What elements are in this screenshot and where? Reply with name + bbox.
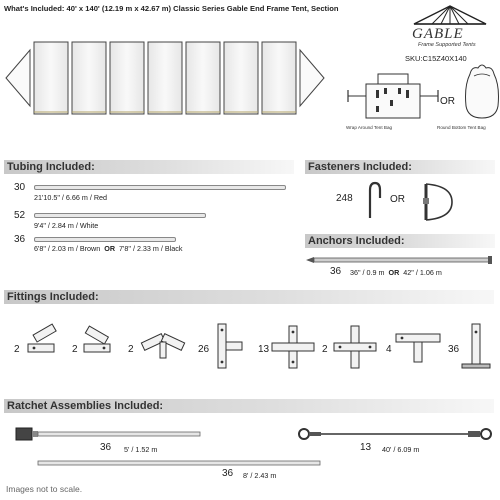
ratchet-qty-3: 36 (222, 468, 234, 479)
fitting-qty-8: 36 (448, 344, 460, 355)
ratchet-strap-short-icon (15, 427, 201, 441)
tent-logo-icon (413, 5, 487, 25)
fitting-qty-1: 2 (14, 344, 20, 355)
fittings-section-title: Fittings Included: (7, 291, 99, 303)
anchors-spec-a: 36" / 0.9 m (350, 268, 385, 277)
tent-section-panel (147, 41, 183, 115)
fitting-qty-7: 4 (386, 344, 392, 355)
tent-section-panel (109, 41, 145, 115)
fitting-roof-right-icon (83, 325, 111, 353)
round-bottom-bag-icon (465, 64, 499, 119)
tubing-section-header: Tubing Included: (4, 160, 294, 174)
tubing-spec-1: 21'10.5" / 6.66 m / Red (34, 193, 108, 202)
anchors-section-header: Anchors Included: (305, 234, 495, 248)
tent-sections-diagram (5, 41, 325, 115)
fitting-ridge-icon (140, 333, 186, 359)
tubing-qty-2: 52 (14, 210, 26, 221)
brand-logo: GABLE Frame Supported Tents (404, 2, 496, 64)
anchor-stake-icon (306, 256, 492, 264)
tent-section-panel (185, 41, 221, 115)
ratchet-spec-2: 40' / 6.09 m (382, 445, 420, 454)
fitting-cross-icon (271, 325, 315, 369)
fitting-base-plate-icon (461, 323, 491, 369)
tube-brown-black (34, 237, 176, 242)
fitting-qty-3: 2 (128, 344, 134, 355)
brand-word: GABLE (412, 26, 464, 42)
tubing-spec-2: 9'4" / 2.84 m / White (34, 221, 99, 230)
fitting-qty-6: 2 (322, 344, 328, 355)
wrap-bag-caption: Wrap Around Tent Bag (346, 125, 393, 130)
tent-section-panel (33, 41, 69, 115)
fasteners-section-title: Fasteners Included: (308, 161, 412, 173)
tubing-spec-3: 6'8" / 2.03 m / Brown OR 7'8" / 2.33 m /… (34, 244, 182, 253)
anchors-or-label: OR (388, 268, 400, 277)
fittings-section-header: Fittings Included: (4, 290, 494, 304)
sku-label: SKU:C15Z40X140 (405, 54, 467, 63)
scale-note: Images not to scale. (6, 484, 83, 494)
tubing-section-title: Tubing Included: (7, 161, 95, 173)
ratchets-section-header: Ratchet Assemblies Included: (4, 399, 494, 413)
tubing-spec-3a: 6'8" / 2.03 m / Brown (34, 244, 101, 253)
anchors-spec: 36" / 0.9 m OR 42" / 1.06 m (350, 268, 442, 277)
j-hook-pin-icon (368, 181, 382, 218)
tent-section-panel (261, 41, 297, 115)
anchors-qty: 36 (330, 266, 342, 277)
tent-section-panel (71, 41, 107, 115)
lynch-pin-icon (423, 183, 453, 221)
tube-white (34, 213, 206, 218)
bags-or-label: OR (440, 96, 455, 107)
tube-red (34, 185, 286, 190)
tubing-qty-1: 30 (14, 182, 26, 193)
fasteners-qty: 248 (336, 193, 353, 204)
brand-subtitle: Frame Supported Tents (418, 42, 476, 48)
ratchet-cable-long-icon (298, 428, 492, 440)
fitting-qty-2: 2 (72, 344, 78, 355)
page-title: What's Included: 40' x 140' (12.19 m x 4… (4, 4, 339, 13)
fitting-qty-4: 26 (198, 344, 210, 355)
tubing-or-label: OR (104, 244, 116, 253)
fitting-cross-large-icon (333, 325, 377, 369)
fitting-roof-left-icon (27, 323, 57, 353)
wrap-around-bag-icon (347, 73, 439, 119)
fitting-tee-icon (395, 333, 441, 363)
ratchet-spec-1: 5' / 1.52 m (124, 445, 158, 454)
gable-end-right (299, 48, 325, 108)
ratchets-section-title: Ratchet Assemblies Included: (7, 400, 164, 412)
tubing-qty-3: 36 (14, 234, 26, 245)
ratchet-qty-2: 13 (360, 442, 372, 453)
fitting-qty-5: 13 (258, 344, 270, 355)
tent-bags (347, 64, 499, 119)
anchors-spec-b: 42" / 1.06 m (403, 268, 442, 277)
ratchet-qty-1: 36 (100, 442, 112, 453)
anchors-section-title: Anchors Included: (308, 235, 405, 247)
round-bag-caption: Round Bottom Tent Bag (437, 125, 486, 130)
gable-end-left (5, 48, 31, 108)
ratchet-spec-3: 8' / 2.43 m (243, 471, 277, 480)
fasteners-section-header: Fasteners Included: (305, 160, 495, 174)
ratchet-strap-long-icon (37, 460, 321, 466)
tubing-spec-3b: 7'8" / 2.33 m / Black (119, 244, 183, 253)
fitting-side-tee-icon (217, 323, 243, 369)
tent-section-panel (223, 41, 259, 115)
fasteners-or-label: OR (390, 194, 405, 205)
